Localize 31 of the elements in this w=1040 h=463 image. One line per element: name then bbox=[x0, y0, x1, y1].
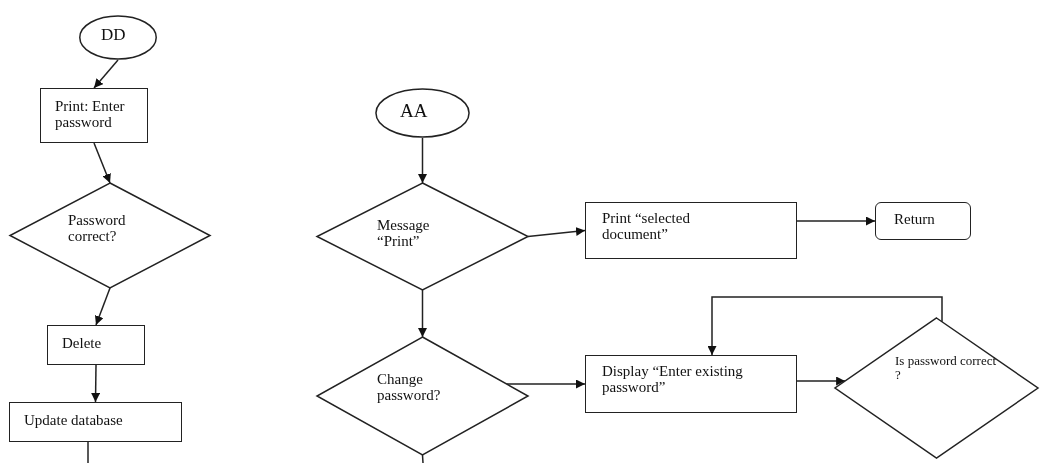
process-box bbox=[585, 202, 797, 259]
arrow bbox=[796, 216, 876, 226]
process-box bbox=[585, 355, 797, 413]
arrow bbox=[418, 137, 427, 184]
arrow bbox=[93, 142, 111, 184]
node-label: Delete bbox=[62, 336, 103, 352]
terminal-box bbox=[875, 202, 971, 240]
node-label: Change password? bbox=[377, 372, 442, 404]
node-label: Message “Print” bbox=[377, 218, 431, 250]
arrow bbox=[707, 296, 943, 356]
connector-line bbox=[87, 441, 89, 463]
arrow bbox=[418, 289, 427, 338]
node-label: AA bbox=[400, 101, 429, 121]
node-label: Print “selected document” bbox=[602, 211, 691, 243]
arrow bbox=[527, 226, 586, 238]
node-label: Is password correct ? bbox=[895, 354, 998, 382]
process-box bbox=[47, 325, 145, 365]
node-label: Update database bbox=[24, 413, 124, 429]
arrow bbox=[505, 379, 586, 389]
node-label: DD bbox=[101, 26, 127, 44]
process-box bbox=[40, 88, 148, 143]
node-label: Print: Enter password bbox=[55, 99, 126, 131]
arrow bbox=[95, 287, 111, 326]
process-box bbox=[9, 402, 182, 442]
arrow bbox=[796, 376, 846, 386]
node-label: Display “Enter existing password” bbox=[602, 364, 744, 396]
arrow bbox=[91, 364, 101, 403]
node-label: Password correct? bbox=[68, 213, 127, 245]
node-label: Return bbox=[894, 212, 936, 228]
arrow bbox=[93, 59, 119, 89]
connector-line bbox=[421, 454, 424, 463]
